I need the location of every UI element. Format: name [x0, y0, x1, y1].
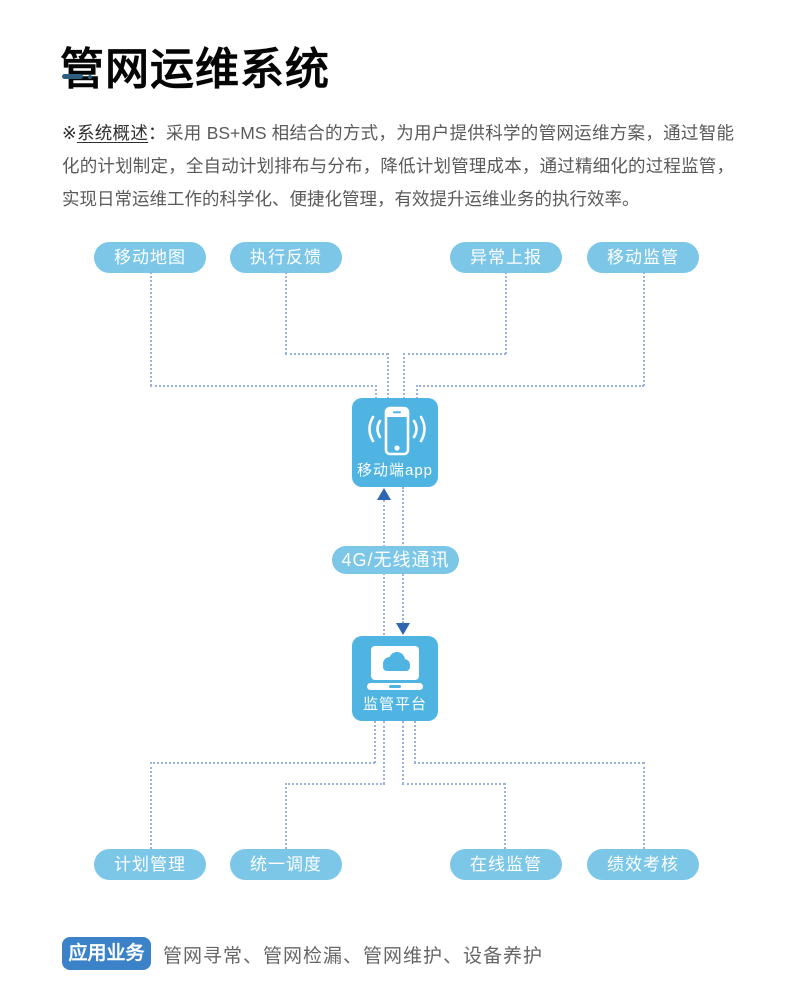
- connector-line: [285, 272, 287, 354]
- supervision-platform-label: 监管平台: [362, 696, 427, 713]
- connector-line: [285, 783, 385, 785]
- node-mobile-map: 移动地图: [94, 242, 206, 273]
- connector-line: [403, 353, 405, 399]
- mobile-app-label: 移动端app: [356, 462, 434, 479]
- connector-line: [414, 721, 416, 763]
- node-performance-appraisal: 绩效考核: [587, 849, 699, 880]
- node-execution-feedback: 执行反馈: [230, 242, 342, 273]
- arrow-up-icon: [377, 488, 391, 500]
- connector-line: [414, 762, 644, 764]
- connector-line: [150, 272, 152, 386]
- page-title: 管网运维系统: [60, 45, 330, 95]
- connector-line: [643, 272, 645, 386]
- supervision-platform-node: 监管平台: [352, 636, 438, 721]
- node-unified-dispatch: 统一调度: [230, 849, 342, 880]
- connector-line: [150, 385, 377, 387]
- connector-line: [504, 783, 506, 849]
- application-business-items: 管网寻常、管网检漏、管网维护、设备养护: [163, 946, 544, 967]
- node-exception-report: 异常上报: [450, 242, 562, 273]
- connector-line: [416, 385, 644, 387]
- node-plan-management: 计划管理: [94, 849, 206, 880]
- connector-line: [285, 353, 388, 355]
- arrow-down-icon: [396, 623, 410, 635]
- node-online-supervision: 在线监管: [450, 849, 562, 880]
- connector-line: [402, 721, 404, 784]
- mobile-app-node: 移动端app: [352, 398, 438, 487]
- application-business-badge: 应用业务: [62, 937, 151, 970]
- connector-line: [505, 272, 507, 354]
- connector-line: [375, 385, 377, 399]
- connector-line: [150, 762, 152, 849]
- connector-line: [402, 783, 505, 785]
- connector-line: [643, 762, 645, 849]
- connector-line: [403, 353, 506, 355]
- divider-dash: [62, 74, 83, 79]
- node-mobile-supervision: 移动监管: [587, 242, 699, 273]
- connector-line: [285, 783, 287, 849]
- smartphone-signal-icon: [361, 406, 429, 463]
- overview-body: 采用 BS+MS 相结合的方式，为用户提供科学的管网运维方案，通过智能化的计划制…: [62, 122, 735, 209]
- connector-line: [416, 385, 418, 399]
- connector-line: [374, 721, 376, 763]
- laptop-cloud-icon: [362, 644, 428, 699]
- overview-colon: ：: [148, 122, 166, 143]
- connector-line: [383, 721, 385, 784]
- connector-line: [387, 353, 389, 399]
- overview-label: 系统概述: [76, 122, 149, 143]
- divider-dot: [88, 75, 92, 79]
- overview-marker: ※: [62, 122, 77, 143]
- connector-line: [150, 762, 375, 764]
- system-overview-paragraph: ※系统概述：采用 BS+MS 相结合的方式，为用户提供科学的管网运维方案，通过智…: [62, 117, 734, 216]
- node-4g-wireless-link: 4G/无线通讯: [332, 546, 459, 574]
